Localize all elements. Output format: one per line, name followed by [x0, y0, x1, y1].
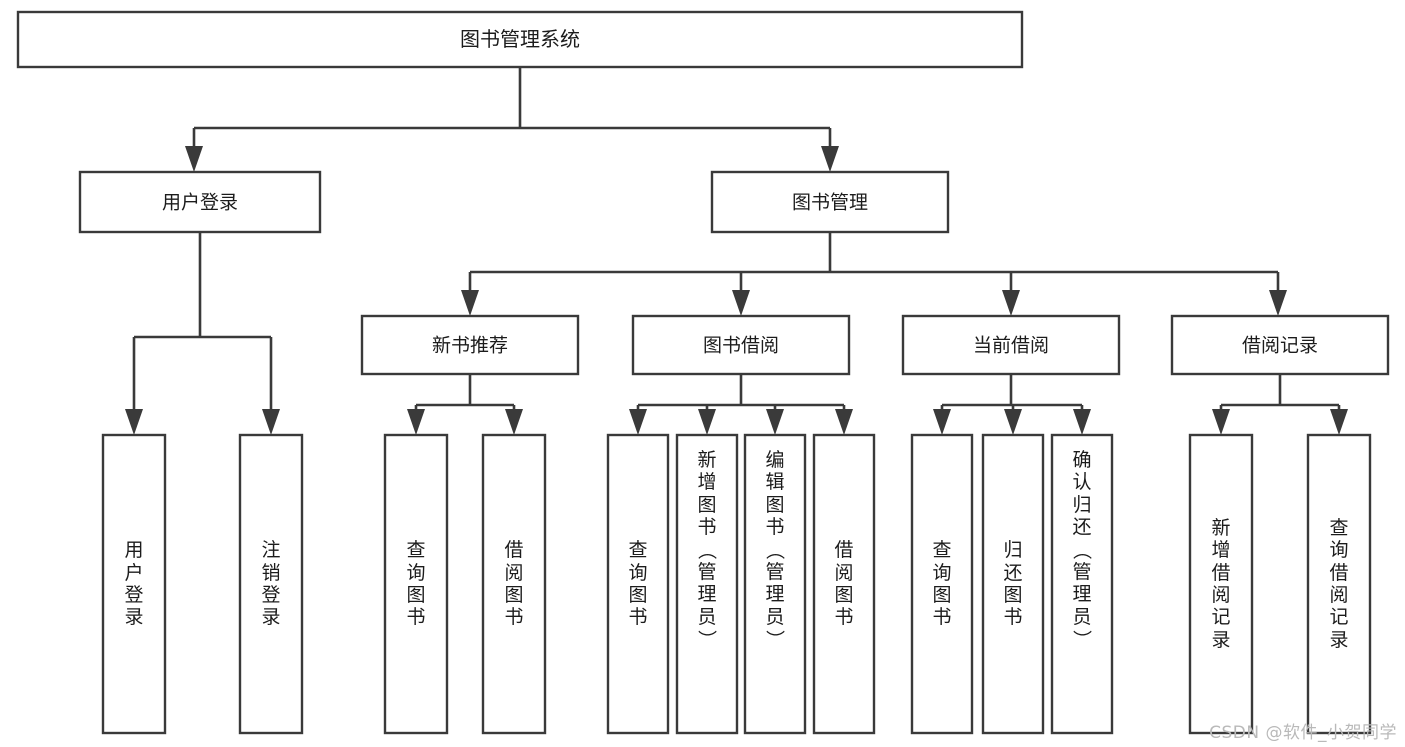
root-to-l2-1-head — [821, 146, 839, 172]
node-l3-0-label: 新书推荐 — [432, 335, 508, 357]
node-l3-1[interactable]: 图书借阅 — [631, 314, 851, 376]
connector-layer — [125, 67, 1348, 435]
node-leaf-12-rect[interactable] — [1306, 433, 1372, 735]
l3-1-leaf-1-head — [698, 409, 716, 435]
node-l2-1-rect[interactable] — [710, 170, 950, 234]
node-l3-2-label: 当前借阅 — [973, 335, 1049, 357]
node-l3-0-rect[interactable] — [360, 314, 580, 376]
node-l2-0-label: 用户登录 — [162, 192, 238, 214]
node-leaf-2-rect[interactable] — [383, 433, 449, 735]
login-leaf-0-head — [125, 409, 143, 435]
node-l2-1-label: 图书管理 — [792, 192, 868, 214]
node-l3-0[interactable]: 新书推荐 — [360, 314, 580, 376]
l3-2-leaf-0-head — [933, 409, 951, 435]
node-leaf-10-rect[interactable] — [1050, 433, 1114, 735]
l3-1-leaf-3-head — [835, 409, 853, 435]
l3-1-leaf-2-head — [766, 409, 784, 435]
node-leaf-11-rect[interactable] — [1188, 433, 1254, 735]
node-leaf-0-rect[interactable] — [101, 433, 167, 735]
node-root-system-label: 图书管理系统 — [460, 27, 580, 51]
node-l3-1-rect[interactable] — [631, 314, 851, 376]
node-leaf-5-rect[interactable] — [675, 433, 739, 735]
node-root-system[interactable]: 图书管理系统 — [16, 10, 1024, 69]
root-to-l2-0-head — [185, 146, 203, 172]
node-l2-0-rect[interactable] — [78, 170, 322, 234]
node-l2-0[interactable]: 用户登录 — [78, 170, 322, 234]
l3-3-leaf-1-head — [1330, 409, 1348, 435]
node-l3-3[interactable]: 借阅记录 — [1170, 314, 1390, 376]
l3-0-leaf-0-head — [407, 409, 425, 435]
node-leaf-7-rect[interactable] — [812, 433, 876, 735]
node-root-system-rect[interactable] — [16, 10, 1024, 69]
manage-to-l3-3-head — [1269, 290, 1287, 316]
node-l3-2-rect[interactable] — [901, 314, 1121, 376]
l3-2-leaf-1-head — [1004, 409, 1022, 435]
manage-to-l3-1-head — [732, 290, 750, 316]
login-leaf-1-head — [262, 409, 280, 435]
l3-3-leaf-0-head — [1212, 409, 1230, 435]
node-leaf-6-rect[interactable] — [743, 433, 807, 735]
node-l2-1[interactable]: 图书管理 — [710, 170, 950, 234]
node-leaf-8-rect[interactable] — [910, 433, 974, 735]
manage-to-l3-0-head — [461, 290, 479, 316]
node-l3-3-rect[interactable] — [1170, 314, 1390, 376]
node-leaf-9-rect[interactable] — [981, 433, 1045, 735]
l3-1-leaf-0-head — [629, 409, 647, 435]
l3-2-leaf-2-head — [1073, 409, 1091, 435]
node-l3-2[interactable]: 当前借阅 — [901, 314, 1121, 376]
node-l3-3-label: 借阅记录 — [1242, 335, 1318, 357]
node-leaf-1-rect[interactable] — [238, 433, 304, 735]
node-leaf-4-rect[interactable] — [606, 433, 670, 735]
manage-to-l3-2-head — [1002, 290, 1020, 316]
node-l3-1-label: 图书借阅 — [703, 335, 779, 357]
node-leaf-3-rect[interactable] — [481, 433, 547, 735]
l3-0-leaf-1-head — [505, 409, 523, 435]
